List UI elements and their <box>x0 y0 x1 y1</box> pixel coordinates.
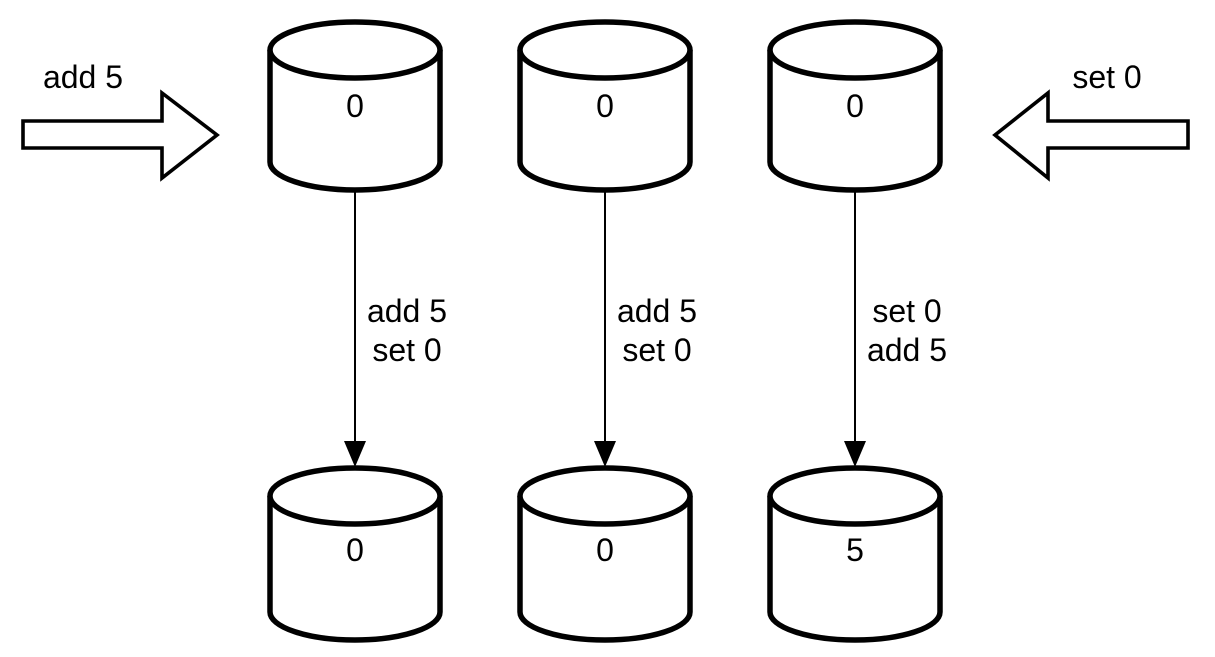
source-db-cylinder-icon: 0 <box>517 19 693 193</box>
source-db-value: 0 <box>846 88 864 124</box>
incoming-op-right: set 0 <box>992 59 1190 182</box>
right-arrow-icon <box>21 89 220 182</box>
replication-arrow: set 0 add 5 <box>844 190 947 467</box>
source-db-cylinder-icon: 0 <box>767 19 943 193</box>
replication-arrow: add 5 set 0 <box>594 190 697 467</box>
op-label-line-1: set 0 <box>872 293 941 329</box>
result-db-cylinder-icon: 0 <box>517 465 693 643</box>
incoming-op-left-label: add 5 <box>43 59 123 95</box>
op-label-line-1: add 5 <box>617 293 697 329</box>
replica-column-3: 0 set 0 add 5 5 <box>767 19 947 643</box>
source-db-cylinder-icon: 0 <box>267 19 443 193</box>
result-db-value: 0 <box>346 532 364 568</box>
source-db-value: 0 <box>346 88 364 124</box>
left-arrow-icon <box>992 89 1190 182</box>
op-label-line-2: add 5 <box>867 332 947 368</box>
op-label-line-1: add 5 <box>367 293 447 329</box>
result-db-value: 0 <box>596 532 614 568</box>
incoming-op-right-label: set 0 <box>1072 59 1141 95</box>
down-arrowhead-icon <box>844 441 866 467</box>
incoming-op-left: add 5 <box>21 59 220 182</box>
down-arrowhead-icon <box>594 441 616 467</box>
replica-column-2: 0 add 5 set 0 0 <box>517 19 697 643</box>
source-db-value: 0 <box>596 88 614 124</box>
result-db-cylinder-icon: 5 <box>767 465 943 643</box>
op-label-line-2: set 0 <box>372 332 441 368</box>
op-label-line-2: set 0 <box>622 332 691 368</box>
replication-arrow: add 5 set 0 <box>344 190 447 467</box>
replica-column-1: 0 add 5 set 0 0 <box>267 19 447 643</box>
result-db-value: 5 <box>846 532 864 568</box>
result-db-cylinder-icon: 0 <box>267 465 443 643</box>
down-arrowhead-icon <box>344 441 366 467</box>
